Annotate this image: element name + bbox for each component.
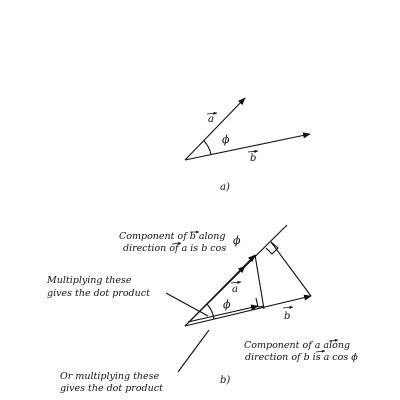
vector-b-label: b [282, 305, 294, 322]
overarrow-icon [171, 241, 182, 245]
right-angle-marker-top [265, 241, 279, 255]
overarrow-icon [230, 280, 242, 284]
svg-text:Multiplying these: Multiplying these [46, 275, 132, 286]
overarrow-icon [282, 305, 294, 309]
panel-a-caption: a) [220, 182, 230, 193]
overarrow-icon [206, 111, 218, 115]
vector-b-label: b [247, 149, 259, 164]
vector-a-label: a [206, 111, 218, 125]
pointer-multiply-top [165, 292, 209, 317]
svg-text:Component of b along: Component of b along [119, 231, 225, 242]
component-b-along-a-arrow [189, 265, 246, 322]
component-a-along-b-arrow [187, 304, 259, 323]
svg-text:b: b [284, 311, 290, 322]
vector-a-label: a [230, 280, 242, 295]
panel-a: a ϕ b a) [184, 97, 311, 193]
overarrow-icon [315, 349, 326, 353]
angle-phi-label: ϕ [223, 298, 231, 311]
svg-text:gives the dot product: gives the dot product [47, 288, 150, 299]
panel-b: ϕ a ϕ b Component of b along direction o… [46, 224, 358, 394]
angle-arc [206, 303, 215, 320]
svg-text:a: a [208, 114, 214, 125]
svg-text:direction of b is a cos ϕ: direction of b is a cos ϕ [245, 352, 358, 363]
svg-text:gives the dot product: gives the dot product [60, 383, 163, 394]
projection-b-on-a-line [270, 241, 312, 297]
svg-text:direction of a is b cos: direction of a is b cos [123, 243, 226, 254]
note-component-a-along-b: Component of a along direction of b is a… [244, 338, 358, 363]
angle-phi-label: ϕ [222, 133, 230, 146]
overarrow-icon [247, 149, 259, 153]
vector-b-arrow [184, 132, 311, 161]
projection-a-on-b-line [254, 254, 265, 310]
pointer-multiply-bottom [177, 329, 210, 373]
vector-b-arrow [184, 294, 312, 327]
svg-text:Component of a along: Component of a along [244, 340, 350, 351]
svg-text:Or multiplying these: Or multiplying these [60, 371, 160, 382]
vector-a-arrow [184, 97, 246, 161]
panel-b-caption: b) [220, 375, 230, 386]
note-multiply-top: Multiplying these gives the dot product [46, 275, 150, 299]
phi-top-label: ϕ [233, 234, 241, 247]
note-multiply-bottom: Or multiplying these gives the dot produ… [60, 371, 163, 394]
svg-text:b: b [250, 153, 256, 164]
svg-text:a: a [232, 284, 238, 295]
note-component-b-along-a: Component of b along direction of a is b… [119, 230, 226, 254]
angle-arc [203, 140, 212, 155]
overarrow-icon [328, 338, 339, 342]
